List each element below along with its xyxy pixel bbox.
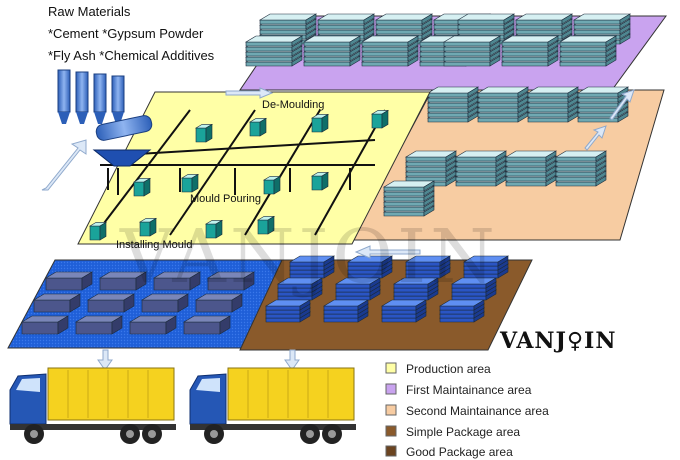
production-mould-group	[88, 109, 390, 241]
package-stack	[264, 299, 312, 311]
package-stack	[438, 299, 486, 311]
mould-unit	[138, 217, 158, 237]
mould-unit	[194, 123, 214, 143]
watermark-logo: VANJOIN	[119, 214, 499, 300]
legend-swatch-simple-package	[385, 425, 397, 437]
mould-unit	[262, 175, 282, 195]
package-stack	[74, 315, 124, 335]
package-stack	[380, 299, 428, 311]
package-stack	[206, 271, 256, 291]
legend-label-first-maintainance: First Maintainance area	[406, 383, 532, 397]
legend-swatch-second-maintainance	[385, 404, 397, 416]
package-stack	[404, 255, 452, 267]
package-stack	[288, 255, 336, 267]
mould-unit	[248, 117, 268, 137]
arrow-peach-to-production	[354, 245, 421, 259]
mould-unit	[180, 173, 200, 193]
maintainance-stack	[572, 13, 632, 25]
mould-unit	[370, 109, 390, 129]
brown-stack-group	[264, 255, 510, 323]
mould-unit	[132, 177, 152, 197]
delivery-truck-2	[189, 367, 356, 444]
legend-label-second-maintainance: Second Maintainance area	[406, 404, 549, 418]
legend-label-simple-package: Simple Package area	[406, 425, 520, 439]
package-stack	[98, 271, 148, 291]
package-stack	[276, 277, 324, 289]
maintainance-stack	[404, 150, 458, 162]
package-stack	[322, 299, 370, 311]
legend-label-good-package: Good Package area	[406, 445, 513, 459]
package-stack	[450, 277, 498, 289]
maintainance-stack	[454, 150, 508, 162]
up-arrow-to-production	[41, 139, 87, 191]
maintainance-stack	[504, 150, 558, 162]
maintainance-stack	[374, 13, 434, 25]
maintainance-stack	[426, 86, 480, 98]
flow-arrows	[41, 87, 635, 371]
arrow-down-to-truck-1	[97, 349, 113, 371]
package-stack	[462, 255, 510, 267]
mould-conveyor-lines	[94, 109, 386, 236]
package-stack	[86, 293, 136, 313]
brand-logo: VANJ♀IN	[499, 328, 616, 354]
legend-label-production: Production area	[406, 362, 491, 376]
mould-unit	[256, 215, 276, 235]
arrow-to-first-maintainance	[225, 87, 274, 99]
production-area	[77, 91, 431, 245]
legend: Production area First Maintainance area …	[385, 362, 549, 459]
arrow-down-to-truck-2	[284, 349, 300, 371]
mould-unit	[204, 219, 224, 239]
package-stack	[334, 277, 382, 289]
peach-stack-group	[382, 86, 630, 217]
maintainance-stack	[456, 13, 516, 25]
package-stack	[20, 315, 70, 335]
delivery-truck-1	[9, 367, 176, 444]
legend-swatch-first-maintainance	[385, 383, 397, 395]
package-stack	[194, 293, 244, 313]
package-stack	[32, 293, 82, 313]
mould-pouring-label: Mould Pouring	[190, 193, 261, 205]
mould-unit	[88, 221, 108, 241]
maintainance-stack	[500, 35, 560, 47]
package-stack	[346, 255, 394, 267]
package-stack	[152, 271, 202, 291]
maintainance-stack	[360, 35, 420, 47]
maintainance-stack	[576, 86, 630, 98]
legend-swatch-good-package	[385, 445, 397, 457]
mixing-hopper	[92, 149, 152, 167]
maintainance-stack	[558, 35, 618, 47]
arrow-down-right	[584, 125, 607, 151]
maintainance-stack	[244, 35, 304, 47]
demoulding-label: De-Moulding	[262, 99, 324, 111]
raw-material-silos	[57, 69, 153, 167]
maintainance-stack	[442, 35, 502, 47]
legend-swatch-production	[385, 362, 397, 374]
package-stack	[392, 277, 440, 289]
maintainance-stack	[514, 13, 574, 25]
maintainance-stack	[302, 35, 362, 47]
package-stack	[140, 293, 190, 313]
package-stack	[128, 315, 178, 335]
maintainance-stack	[554, 150, 608, 162]
mould-unit	[310, 171, 330, 191]
raw-materials-line-2: *Fly Ash *Chemical Additives	[48, 48, 215, 63]
purple-stack-group	[244, 13, 632, 67]
maintainance-stack	[316, 13, 376, 25]
maintainance-stack	[258, 13, 318, 25]
mould-unit	[310, 113, 330, 133]
maintainance-stack	[382, 180, 436, 192]
package-stack	[44, 271, 94, 291]
installing-mould-label: Installing Mould	[116, 239, 192, 251]
maintainance-stack	[526, 86, 580, 98]
raw-materials-line-1: *Cement *Gypsum Powder	[48, 26, 204, 41]
raw-materials-title: Raw Materials	[48, 4, 131, 19]
package-stack-group	[20, 271, 256, 335]
package-stack	[182, 315, 232, 335]
arrow-purple-to-peach	[609, 89, 635, 121]
maintainance-stack	[476, 86, 530, 98]
